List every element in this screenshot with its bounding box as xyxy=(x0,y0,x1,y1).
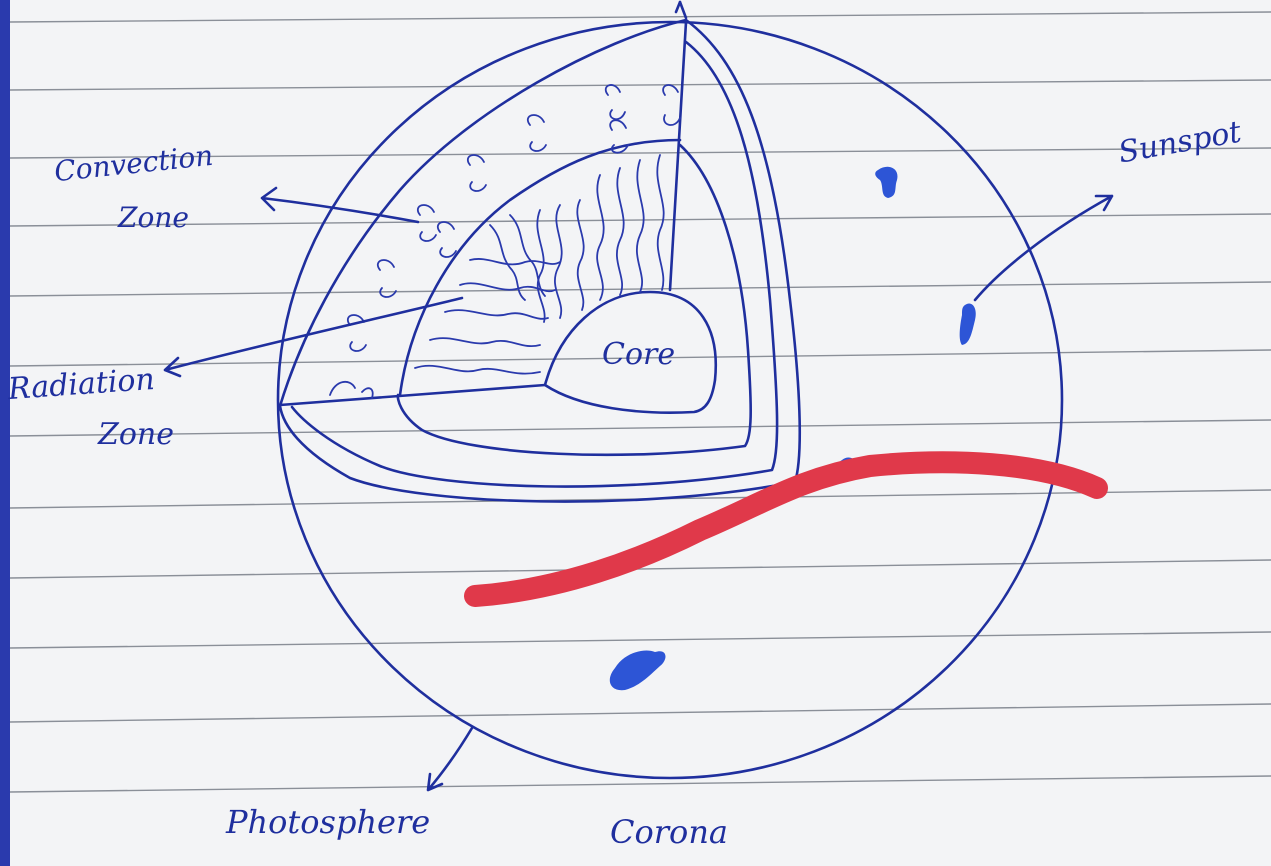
arrow-radiation-zone xyxy=(165,298,462,376)
label-convection-line2: Zone xyxy=(118,204,189,232)
sun-outer-circle xyxy=(278,22,1062,778)
label-radiation-line2: Zone xyxy=(98,420,174,450)
label-photosphere: Photosphere xyxy=(226,806,430,838)
label-core: Core xyxy=(602,340,675,370)
convection-zone-shell xyxy=(292,42,777,487)
red-marker-stroke xyxy=(475,462,1097,596)
cut-line-horizontal xyxy=(280,385,545,405)
cut-line-vertical xyxy=(670,22,686,290)
arrow-photosphere xyxy=(428,728,472,790)
arrow-top xyxy=(676,2,686,18)
arrow-convection-zone xyxy=(262,188,418,222)
sunspots xyxy=(610,167,976,690)
label-corona: Corona xyxy=(610,816,728,848)
notebook-margin-line xyxy=(0,0,10,866)
